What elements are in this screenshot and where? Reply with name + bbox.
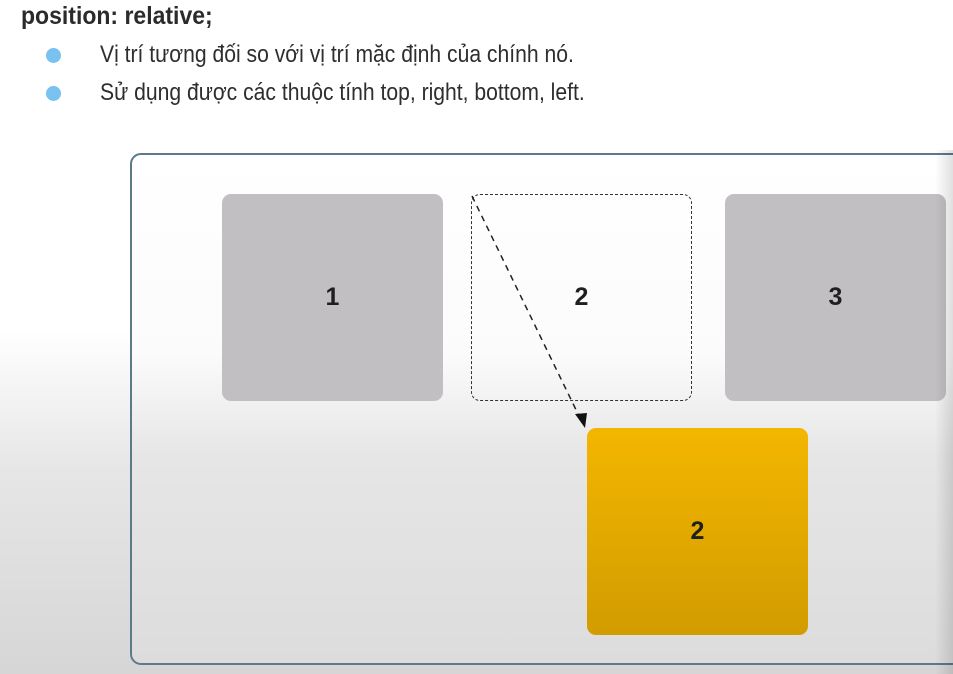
box-1: 1: [222, 194, 443, 401]
box-1-label: 1: [325, 283, 340, 311]
box-2-moved: 2: [587, 428, 808, 635]
bullet-dot-icon: [46, 48, 61, 63]
box-3: 3: [725, 194, 946, 401]
edge-shadow: [935, 150, 953, 674]
bullet-dot-icon: [46, 86, 61, 101]
bullet-text: Sử dụng được các thuộc tính top, right, …: [100, 79, 585, 106]
page-title: position: relative;: [21, 2, 213, 30]
bullet-text: Vị trí tương đối so với vị trí mặc định …: [100, 41, 574, 68]
box-2-original-label: 2: [574, 283, 589, 311]
box-2-moved-label: 2: [690, 517, 705, 545]
box-3-label: 3: [828, 283, 843, 311]
box-2-original-position: 2: [471, 194, 692, 401]
